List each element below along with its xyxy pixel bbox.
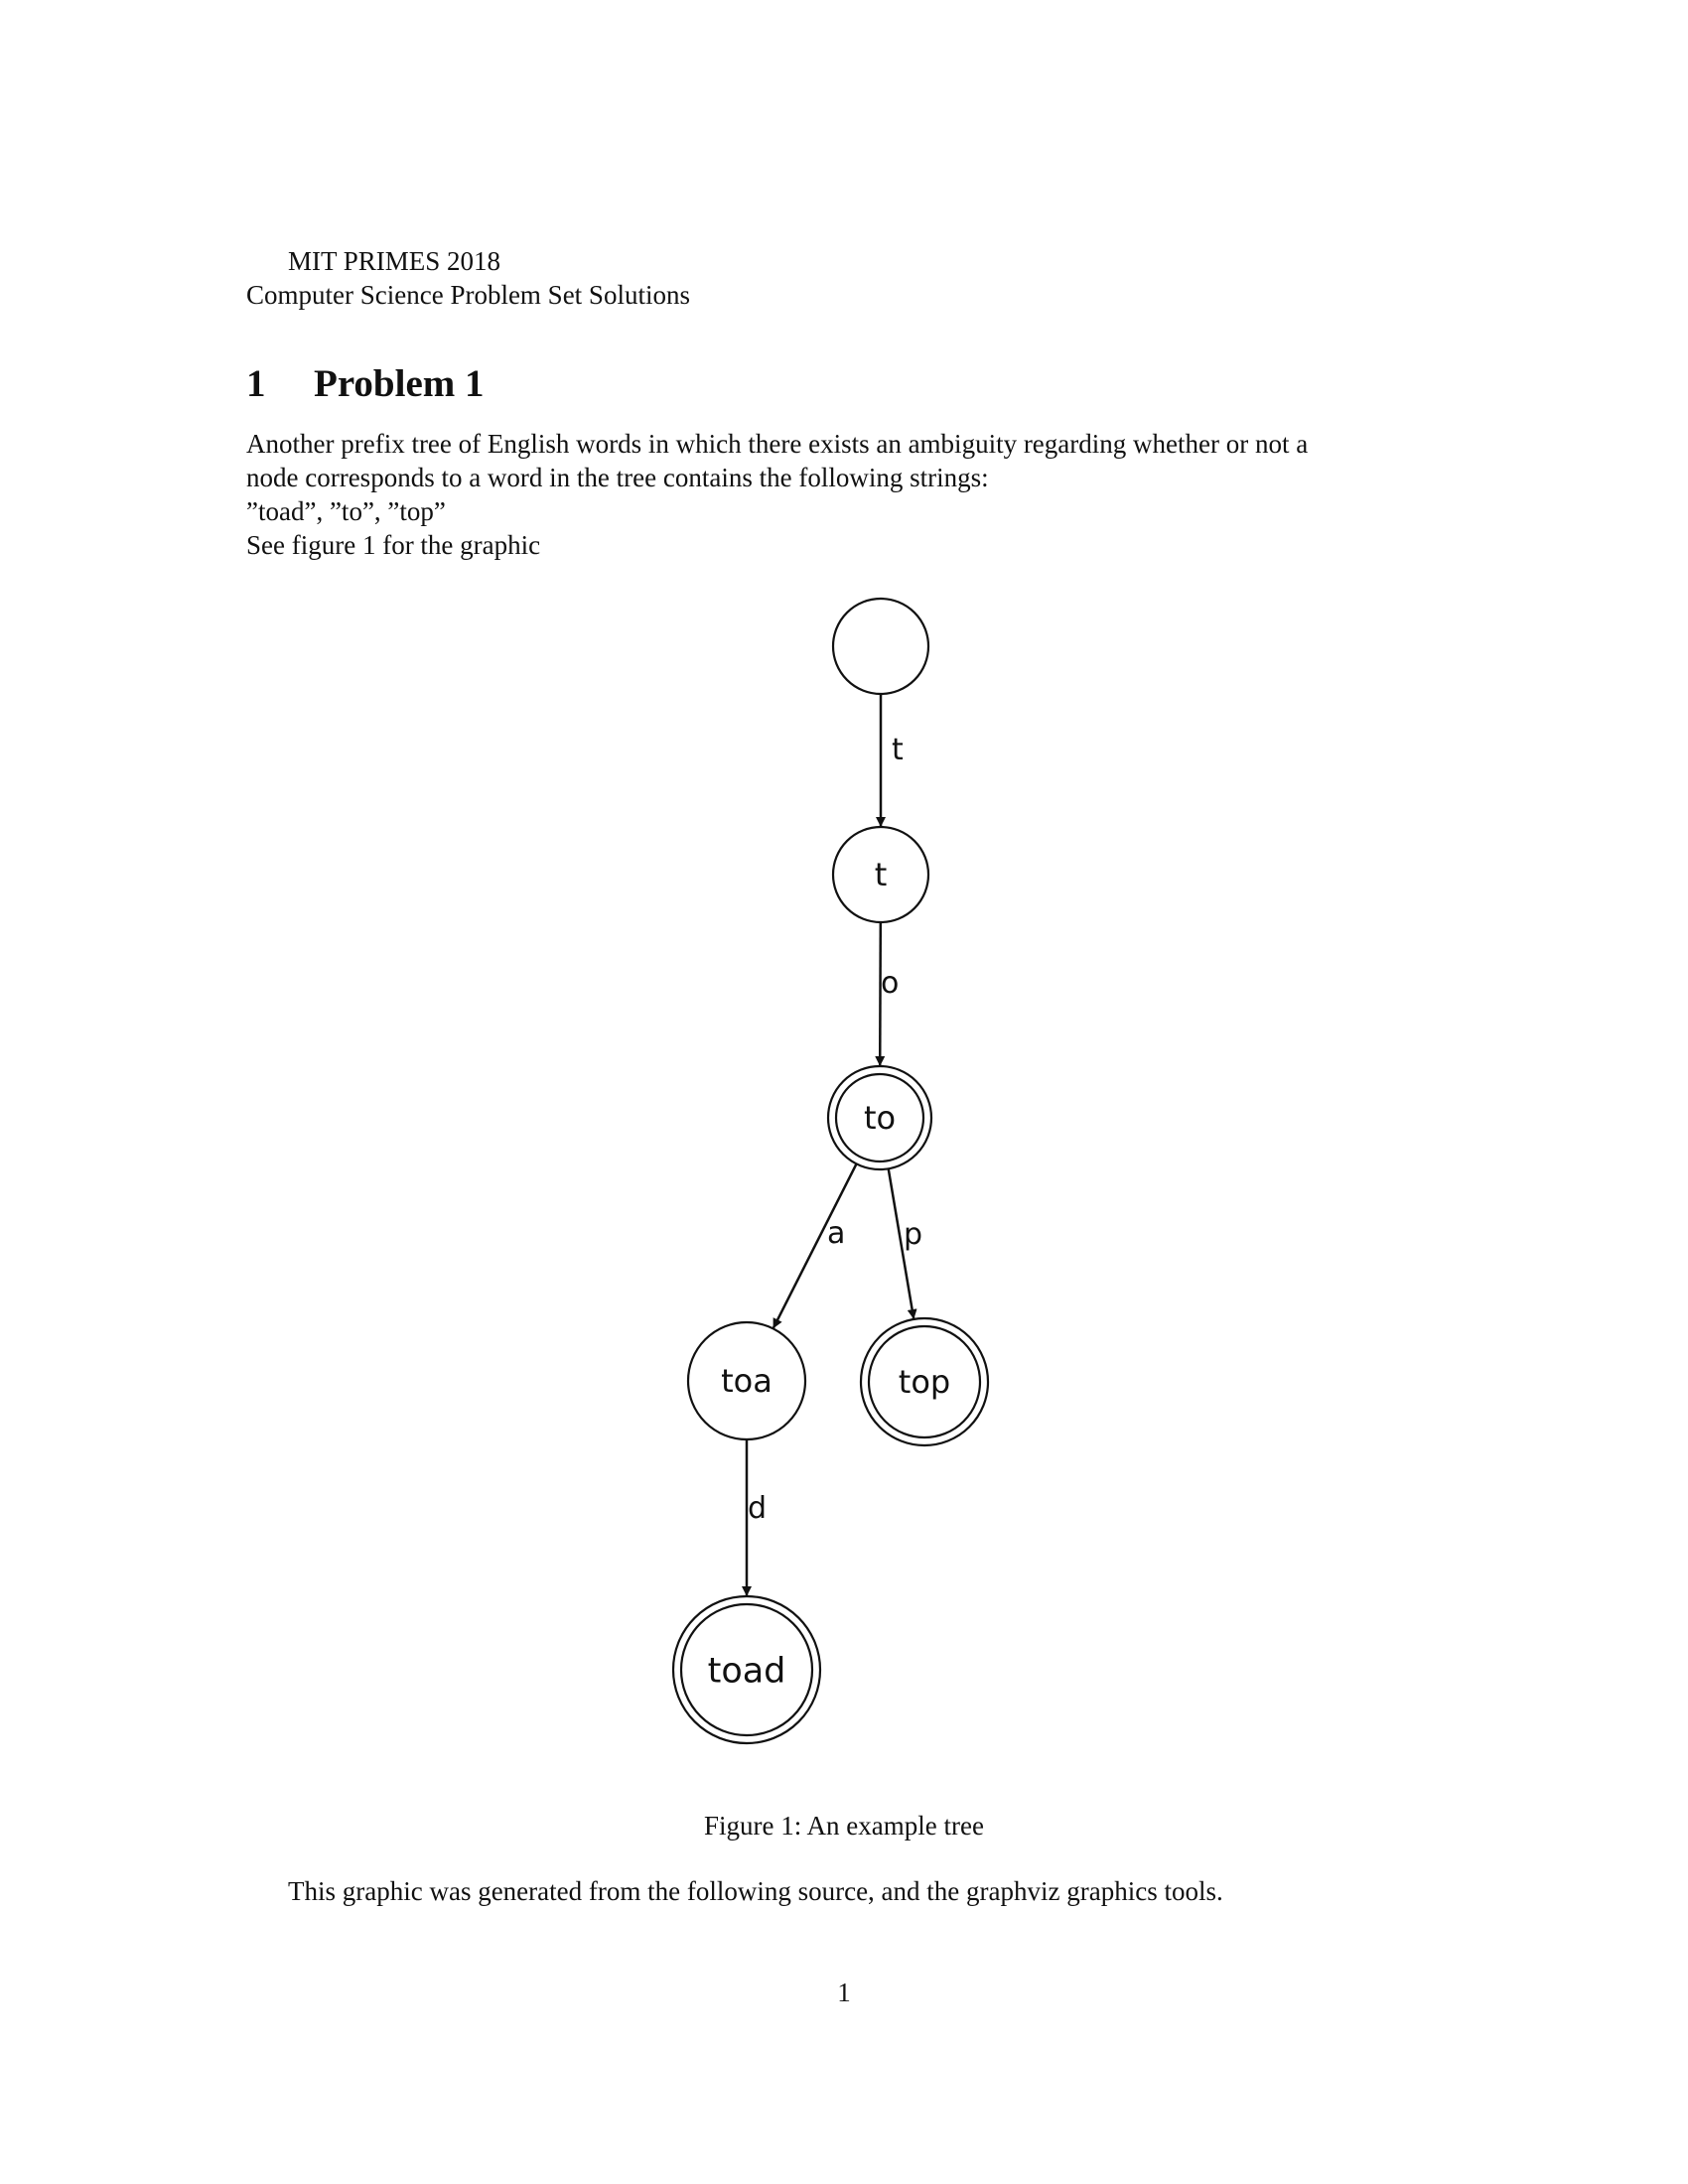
edge-label-d: d	[748, 1491, 767, 1526]
tree-node-t: t	[831, 825, 930, 924]
word-list: ”toad”, ”to”, ”top”	[246, 496, 446, 526]
header-program: MIT PRIMES 2018	[288, 246, 501, 276]
tree-node-toad: toad	[671, 1594, 822, 1745]
section-title: Problem 1	[314, 362, 485, 405]
edge-label-o: o	[881, 966, 899, 1001]
edge-label-p: p	[904, 1217, 922, 1252]
tree-node-toa: toa	[686, 1320, 807, 1441]
node-label: to	[864, 1099, 896, 1137]
page-number: 1	[837, 1978, 851, 2007]
node-label: toa	[721, 1362, 773, 1400]
edge-to-toa	[772, 1162, 858, 1329]
edge-label-t: t	[892, 733, 904, 767]
header-subtitle: Computer Science Problem Set Solutions	[246, 280, 690, 310]
tree-node-top: top	[859, 1316, 990, 1447]
node-label: t	[875, 856, 888, 893]
edge-label-a: a	[827, 1216, 845, 1251]
edge-t-to	[875, 921, 886, 1067]
section-number: 1	[246, 362, 266, 405]
edge-to-top	[887, 1168, 917, 1320]
paragraph-line: See figure 1 for the graphic	[246, 530, 541, 560]
section-heading: 1 Problem 1	[246, 361, 485, 406]
node-label: toad	[708, 1651, 786, 1691]
body-paragraph: This graphic was generated from the foll…	[288, 1876, 1223, 1906]
tree-node-to: to	[826, 1064, 933, 1171]
node-label: top	[899, 1363, 950, 1401]
paragraph-line: node corresponds to a word in the tree c…	[246, 463, 989, 492]
figure-caption: Figure 1: An example tree	[704, 1811, 984, 1841]
tree-node-root	[831, 597, 930, 696]
paragraph-line: Another prefix tree of English words in …	[246, 429, 1309, 459]
